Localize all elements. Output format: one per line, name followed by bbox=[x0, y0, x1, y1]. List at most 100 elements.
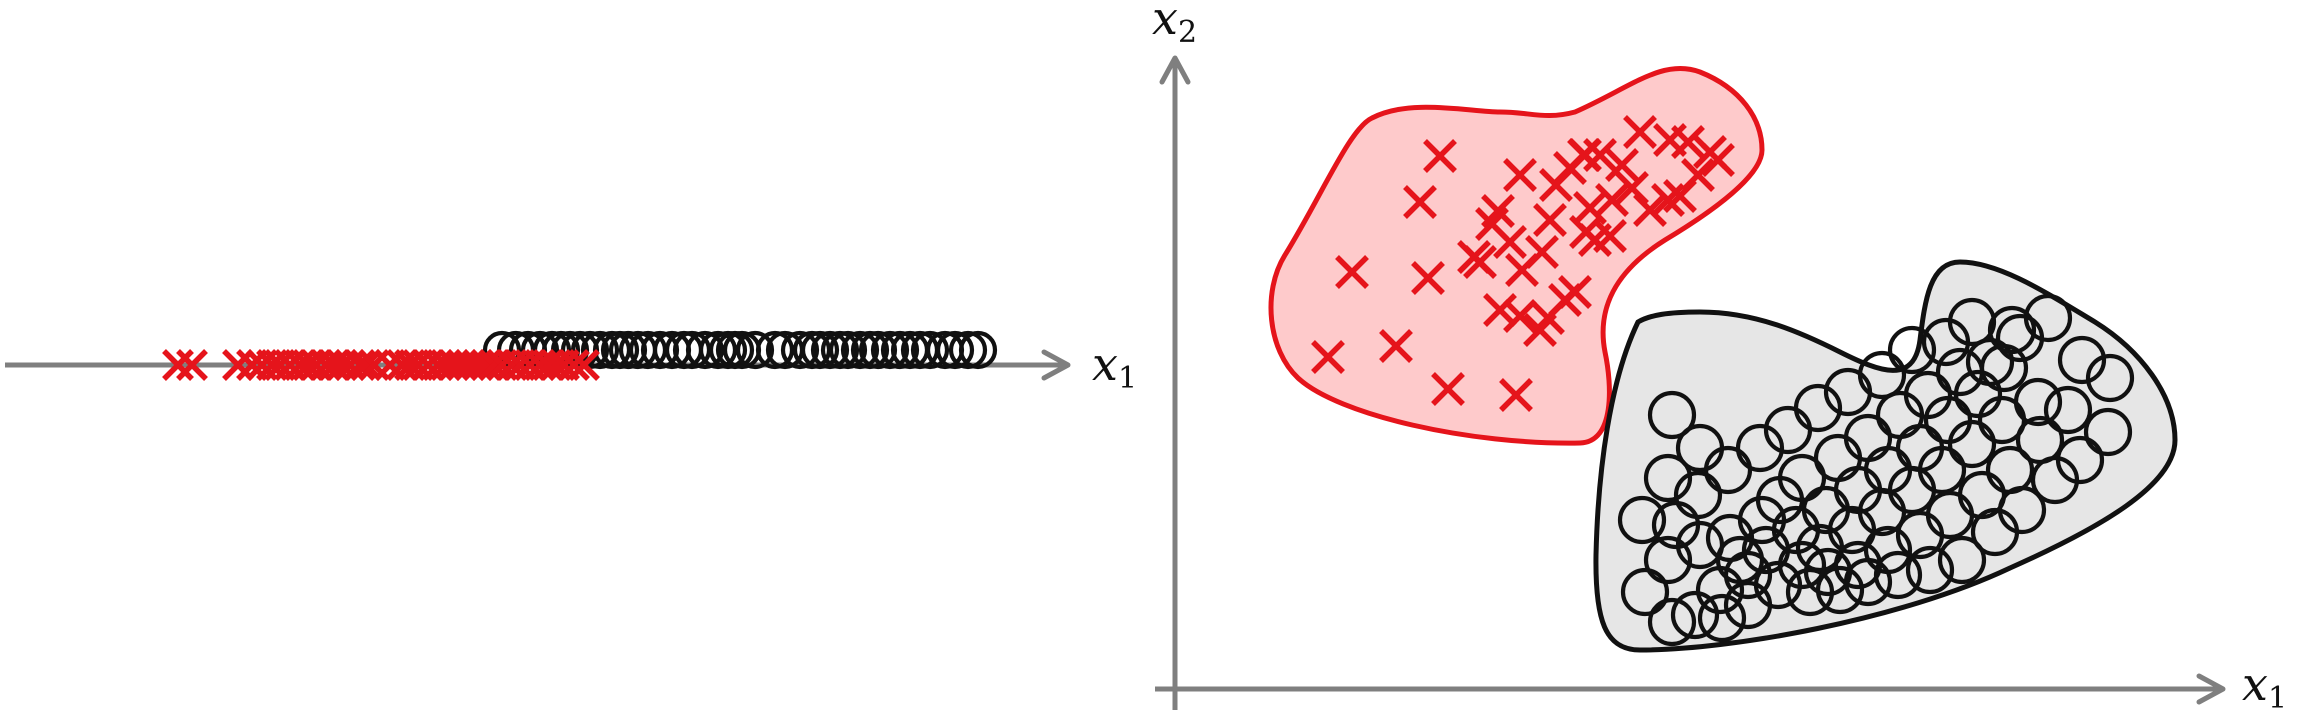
circle-marker bbox=[1715, 535, 1765, 585]
right-cross-points bbox=[1311, 115, 1735, 412]
circle-marker bbox=[1647, 390, 1697, 440]
cross-marker bbox=[1651, 183, 1685, 217]
circle-marker bbox=[840, 330, 880, 370]
circle-marker bbox=[2023, 293, 2073, 343]
cross-marker bbox=[1615, 171, 1649, 205]
cross-marker bbox=[1431, 372, 1465, 406]
circle-marker bbox=[1793, 383, 1843, 433]
cross-marker bbox=[1403, 185, 1437, 219]
cross-marker bbox=[1481, 194, 1515, 228]
cross-marker bbox=[1411, 261, 1445, 295]
circle-marker bbox=[2015, 415, 2065, 465]
circle-marker bbox=[1617, 495, 1667, 545]
cross-marker bbox=[1525, 235, 1559, 269]
circle-marker bbox=[1937, 535, 1987, 585]
circle-marker bbox=[1777, 540, 1827, 590]
cross-marker bbox=[1605, 148, 1639, 182]
circle-marker bbox=[1905, 545, 1955, 595]
cross-marker bbox=[162, 349, 194, 381]
cross-marker bbox=[1623, 115, 1657, 149]
cross-marker bbox=[1379, 329, 1413, 363]
circle-marker bbox=[1887, 325, 1937, 375]
circle-marker bbox=[948, 330, 988, 370]
circle-marker bbox=[1647, 597, 1697, 647]
circle-marker bbox=[1620, 567, 1670, 617]
left-panel: x1 bbox=[5, 330, 1137, 396]
cross-marker bbox=[1595, 183, 1629, 217]
circle-marker bbox=[1703, 445, 1753, 495]
circle-marker bbox=[1833, 540, 1883, 590]
left-x-axis-arrowhead bbox=[1041, 349, 1071, 381]
cross-marker bbox=[1499, 378, 1533, 412]
circle-marker bbox=[880, 330, 920, 370]
circle-marker bbox=[958, 330, 998, 370]
cross-marker bbox=[1533, 203, 1567, 237]
circle-marker bbox=[800, 330, 840, 370]
circle-marker bbox=[2043, 385, 2093, 435]
cross-marker bbox=[344, 349, 376, 381]
right-y-axis-label: x2 bbox=[1152, 0, 1197, 50]
circle-marker bbox=[1979, 343, 2029, 393]
circle-marker bbox=[2013, 377, 2063, 427]
cross-marker bbox=[1568, 138, 1602, 172]
circle-marker bbox=[570, 330, 610, 370]
circle-marker bbox=[810, 330, 850, 370]
cross-marker bbox=[568, 349, 600, 381]
cross-marker bbox=[1493, 225, 1527, 259]
cross-marker bbox=[1423, 139, 1457, 173]
circle-marker bbox=[870, 330, 910, 370]
circle-marker bbox=[755, 330, 795, 370]
right-panel: x2 x1 bbox=[1152, 0, 2287, 716]
circle-marker bbox=[1803, 547, 1853, 597]
circle-marker bbox=[2085, 353, 2135, 403]
circle-marker bbox=[828, 330, 868, 370]
circle-marker bbox=[1863, 525, 1913, 575]
circle-marker bbox=[1947, 419, 1997, 469]
cross-marker bbox=[1311, 340, 1345, 374]
circle-marker bbox=[1670, 590, 1720, 640]
circle-marker bbox=[1917, 445, 1967, 495]
circle-marker bbox=[580, 330, 620, 370]
circle-marker bbox=[1985, 445, 2035, 495]
cross-marker bbox=[222, 349, 254, 381]
circle-marker bbox=[2083, 407, 2133, 457]
cross-marker bbox=[1633, 193, 1667, 227]
circle-marker bbox=[1827, 505, 1877, 555]
circle-marker bbox=[1697, 593, 1747, 643]
right-circle-points bbox=[1617, 293, 2135, 647]
cross-marker bbox=[1573, 191, 1607, 225]
circle-marker bbox=[698, 330, 738, 370]
circle-marker bbox=[1953, 369, 2003, 419]
circle-marker bbox=[1970, 507, 2020, 557]
cross-marker bbox=[1583, 138, 1617, 172]
right-y-axis-arrowhead bbox=[1159, 55, 1191, 85]
circle-marker bbox=[910, 330, 950, 370]
cross-marker bbox=[1663, 179, 1697, 213]
cross-marker bbox=[1503, 299, 1537, 333]
cross-marker bbox=[1483, 293, 1517, 327]
cross-marker bbox=[1523, 313, 1557, 347]
circle-marker bbox=[2057, 335, 2107, 385]
circle-marker bbox=[685, 330, 725, 370]
circle-marker bbox=[1723, 580, 1773, 630]
circle-marker bbox=[1643, 453, 1693, 503]
cross-marker bbox=[1503, 158, 1537, 192]
circle-marker bbox=[1857, 350, 1907, 400]
cross-marker bbox=[1335, 255, 1369, 289]
right-x-axis-arrowhead bbox=[2196, 673, 2226, 705]
circle-marker bbox=[935, 330, 975, 370]
circle-marker bbox=[1947, 297, 1997, 347]
cross-marker bbox=[558, 349, 590, 381]
circle-marker bbox=[1777, 453, 1827, 503]
left-x-axis-label: x1 bbox=[1092, 337, 1137, 396]
circle-marker bbox=[1643, 535, 1693, 585]
circle-marker bbox=[735, 330, 775, 370]
cross-marker bbox=[176, 349, 208, 381]
circle-marker bbox=[780, 330, 820, 370]
circle-marker bbox=[1895, 510, 1945, 560]
left-cross-points bbox=[162, 349, 600, 381]
cross-marker bbox=[1593, 219, 1627, 253]
circle-marker bbox=[1735, 423, 1785, 473]
cross-marker bbox=[1558, 275, 1592, 309]
